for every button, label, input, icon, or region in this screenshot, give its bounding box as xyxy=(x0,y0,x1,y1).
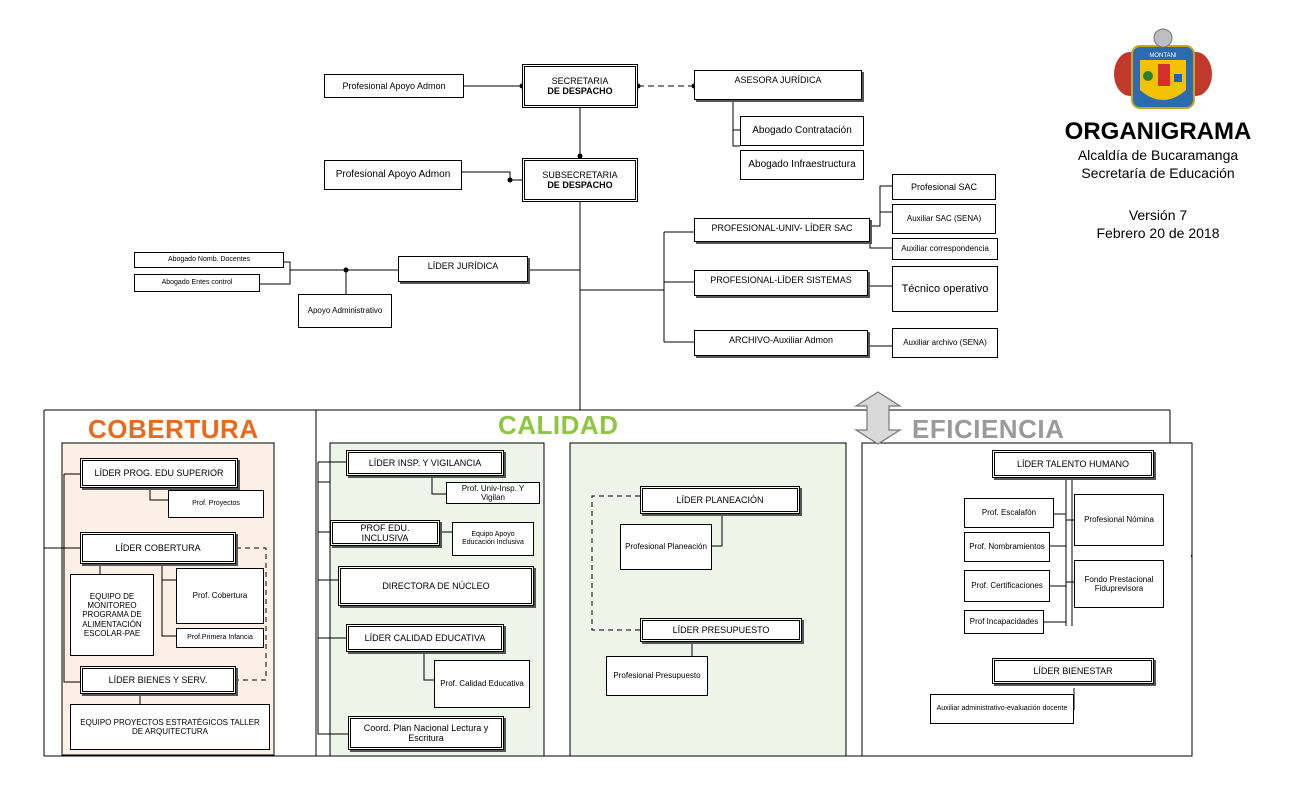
crest-motto-1: MONTANI xyxy=(1149,53,1177,59)
box-auxiliar-correspondencia: Auxiliar correspondencia xyxy=(892,238,998,260)
box-prof-presupuesto: Profesional Presupuesto xyxy=(606,656,708,696)
box-abogado-entes: Abogado Entes control xyxy=(134,274,260,292)
box-secretaria: SECRETARIA DE DESPACHO xyxy=(522,64,638,108)
box-lider-talento: LÍDER TALENTO HUMANO xyxy=(992,450,1154,478)
box-equipo-pae: EQUIPO DE MONITOREO PROGRAMA DE ALIMENTA… xyxy=(70,574,154,656)
box-certificaciones: Prof. Certificaciones xyxy=(964,570,1050,602)
version-label: Versión 7 xyxy=(1128,207,1188,223)
box-lider-bienestar: LÍDER BIENESTAR xyxy=(992,658,1154,684)
title-block: ORGANIGRAMA Alcaldía de Bucaramanga Secr… xyxy=(1040,118,1276,182)
box-prof-calidad: Prof. Calidad Educativa xyxy=(434,660,530,708)
box-lider-cobertura: LÍDER COBERTURA xyxy=(80,532,236,564)
box-lider-calidad: LÍDER CALIDAD EDUCATIVA xyxy=(346,624,504,652)
box-auxiliar-sac: Auxiliar SAC (SENA) xyxy=(892,204,996,234)
box-prof-apoyo-2: Profesional Apoyo Admon xyxy=(324,160,462,190)
box-subsecretaria: SUBSECRETARIA DE DESPACHO xyxy=(522,158,638,202)
box-equipo-proyectos: EQUIPO PROYECTOS ESTRATÉGICOS TALLER DE … xyxy=(70,704,270,750)
box-auxiliar-archivo: Auxiliar archivo (SENA) xyxy=(892,328,998,358)
box-abogado-docentes: Abogado Nomb. Docentes xyxy=(134,252,284,268)
box-escalafon: Prof. Escalafón xyxy=(964,498,1054,528)
box-prof-infancia: Prof.Primera Infancia xyxy=(176,628,264,648)
box-prof-planeacion: Profesional Planeación xyxy=(620,524,712,570)
box-equipo-inclusiva: Equipo Apoyo Educación Inclusiva xyxy=(452,522,534,556)
crest-icon: MONTANI xyxy=(1114,28,1212,109)
box-auxiliar-evaluacion: Auxiliar administrativo-evaluación docen… xyxy=(930,694,1074,724)
box-lider-superior: LÍDER PROG. EDU SUPERIOR xyxy=(80,458,238,488)
box-incapacidades: Prof Incapacidades xyxy=(964,610,1044,634)
box-apoyo-administrativo: Apoyo Administrativo xyxy=(298,294,392,328)
box-tecnico-operativo: Técnico operativo xyxy=(892,266,998,312)
box-prof-apoyo-1: Profesional Apoyo Admon xyxy=(324,74,464,98)
section-title-calidad: CALIDAD xyxy=(498,410,619,440)
secretaria-line1: SECRETARIA xyxy=(551,75,609,86)
box-prof-insp: Prof. Univ-Insp. Y Vigilan xyxy=(446,482,540,504)
box-profesional-sac: Profesional SAC xyxy=(892,174,996,200)
double-arrow-icon xyxy=(853,391,903,445)
page-title: ORGANIGRAMA xyxy=(1064,118,1252,145)
subsecretaria-line1: SUBSECRETARIA xyxy=(542,169,618,180)
box-lider-sistemas: PROFESIONAL-LÍDER SISTEMAS xyxy=(694,270,868,296)
version-block: Versión 7 Febrero 20 de 2018 xyxy=(1060,206,1256,242)
secretaria-line2: DE DESPACHO xyxy=(547,86,613,96)
subtitle-alcaldia: Alcaldía de Bucaramanga xyxy=(1077,147,1239,163)
box-fondo: Fondo Prestacional Fiduprevisora xyxy=(1074,560,1164,608)
stray-mark: , xyxy=(1190,548,1193,559)
box-lider-bienes: LÍDER BIENES Y SERV. xyxy=(80,666,236,694)
box-directora-nucleo: DIRECTORA DE NÚCLEO xyxy=(338,566,534,606)
box-lider-juridica: LÍDER JURÍDICA xyxy=(398,256,528,282)
box-lider-sac: PROFESIONAL-UNIV- LÍDER SAC xyxy=(694,218,870,242)
box-lider-presupuesto: LÍDER PRESUPUESTO xyxy=(640,618,802,642)
box-prof-inclusiva: PROF EDU. INCLUSIVA xyxy=(330,520,440,546)
section-title-eficiencia: EFICIENCIA xyxy=(912,414,1065,444)
box-nombramientos: Prof. Nombramientos xyxy=(964,532,1050,562)
box-prof-proyectos: Prof. Proyectos xyxy=(168,490,264,518)
section-title-cobertura: COBERTURA xyxy=(88,414,259,444)
box-abogado-contratacion: Abogado Contratación xyxy=(740,116,864,146)
box-lider-planeacion: LÍDER PLANEACIÓN xyxy=(640,486,800,514)
box-lider-insp: LÍDER INSP. Y VIGILANCIA xyxy=(346,450,504,476)
box-coord-lectura: Coord. Plan Nacional Lectura y Escritura xyxy=(348,716,504,750)
subtitle-secretaria: Secretaría de Educación xyxy=(1081,165,1235,181)
box-archivo: ARCHIVO-Auxiliar Admon xyxy=(694,330,868,356)
subsecretaria-line2: DE DESPACHO xyxy=(547,180,613,190)
box-prof-cobertura: Prof. Cobertura xyxy=(176,568,264,624)
box-abogado-infra: Abogado Infraestructura xyxy=(740,150,864,180)
date-label: Febrero 20 de 2018 xyxy=(1096,225,1220,241)
box-nomina: Profesional Nómina xyxy=(1074,494,1164,546)
box-asesora: ASESORA JURÍDICA xyxy=(694,70,862,100)
